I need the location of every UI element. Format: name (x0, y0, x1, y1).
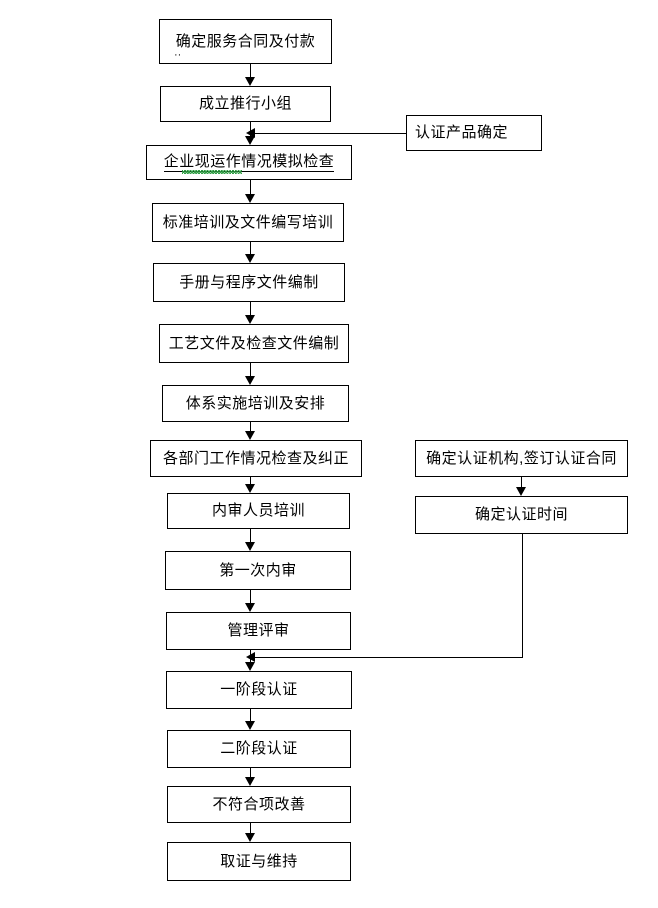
connector-arrowhead-stageone (245, 662, 255, 671)
flow-node-label: 取证与维持 (220, 852, 298, 870)
flow-node-label: 第一次内审 (219, 561, 297, 579)
stray-punctuation-mark: ·· (174, 49, 182, 61)
flow-node-manual-and-procedure-docs[interactable]: 手册与程序文件编制 (153, 263, 345, 302)
flow-node-label: 确定认证机构,签订认证合同 (426, 449, 617, 467)
flow-node-label: 各部门工作情况检查及纠正 (162, 449, 349, 467)
flow-node-simulated-operation-check[interactable]: 企业现运作情况模拟检查 (146, 145, 352, 180)
connector-line-process-to-impl (250, 363, 251, 376)
flow-node-label: 确定认证时间 (474, 506, 568, 524)
flow-node-standard-and-doc-training[interactable]: 标准培训及文件编写培训 (152, 203, 344, 242)
connector-line-stageone-to-stagetwo (250, 709, 251, 721)
connector-line-nonconformity-to-obtain (250, 823, 251, 833)
flow-node-label: 标准培训及文件编写培训 (162, 213, 334, 231)
connector-line-deptcheck-to-auditor (250, 477, 251, 484)
connector-line-contract-to-team (250, 64, 251, 77)
flow-node-label: 企业现运作情况模拟检查 (163, 153, 335, 172)
connector-arrowhead-team (245, 77, 255, 86)
connector-line-stagetwo-to-nonconformity (250, 768, 251, 777)
flow-node-label: 体系实施培训及安排 (185, 394, 326, 412)
flow-node-confirm-service-contract[interactable]: 确定服务合同及付款 ·· (159, 19, 332, 64)
connector-arrowhead-review (245, 603, 255, 612)
connector-arrowhead-date-to-stageone (246, 652, 255, 662)
flow-node-nonconformity-improvement[interactable]: 不符合项改善 (167, 786, 351, 823)
connector-arrowhead-product-to-simcheck (246, 128, 255, 138)
flow-node-stage-one-certification[interactable]: 一阶段认证 (166, 671, 352, 709)
flow-node-department-check-and-correction[interactable]: 各部门工作情况检查及纠正 (150, 440, 362, 477)
flow-node-label: 二阶段认证 (220, 740, 298, 758)
connector-arrowhead-date (516, 487, 526, 496)
flow-node-stage-two-certification[interactable]: 二阶段认证 (167, 730, 351, 768)
flow-node-management-review[interactable]: 管理评审 (166, 612, 351, 650)
flow-node-label: 工艺文件及检查文件编制 (168, 334, 340, 352)
flow-node-system-implementation-training[interactable]: 体系实施培训及安排 (162, 385, 349, 422)
connector-line-training-to-manual (250, 242, 251, 254)
connector-arrowhead-nonconformity (245, 777, 255, 786)
connector-arrowhead-firstaudit (245, 542, 255, 551)
flow-node-process-and-inspection-docs[interactable]: 工艺文件及检查文件编制 (159, 324, 349, 363)
connector-arrowhead-manual (245, 254, 255, 263)
flow-node-label: 认证产品确定 (415, 124, 509, 142)
flow-node-confirm-certification-date[interactable]: 确定认证时间 (415, 496, 628, 534)
connector-line-impl-to-deptcheck (250, 422, 251, 431)
connector-arrowhead-simcheck (245, 136, 255, 145)
flow-node-establish-team[interactable]: 成立推行小组 (160, 86, 331, 122)
connector-arrowhead-stagetwo (245, 721, 255, 730)
connector-line-simcheck-to-training (250, 180, 251, 194)
flow-node-obtain-and-maintain-certificate[interactable]: 取证与维持 (167, 842, 351, 881)
flow-node-label: 确定服务合同及付款 (175, 32, 316, 50)
flow-node-label: 成立推行小组 (198, 95, 292, 113)
connector-arrowhead-auditor (245, 484, 255, 493)
flow-node-select-body-sign-contract[interactable]: 确定认证机构,签订认证合同 (415, 440, 628, 477)
flow-node-certification-product-confirmed[interactable]: 认证产品确定 (406, 115, 542, 151)
connector-line-firstaudit-to-review (250, 590, 251, 603)
connector-line-body-to-date (521, 477, 522, 487)
connector-arrowhead-training (245, 194, 255, 203)
connector-line-auditor-to-firstaudit (250, 529, 251, 542)
connector-arrowhead-obtain (245, 833, 255, 842)
flow-node-first-internal-audit[interactable]: 第一次内审 (165, 551, 351, 590)
connector-line-date-down (522, 534, 523, 658)
flow-node-label: 一阶段认证 (220, 681, 298, 699)
flow-node-label: 管理评审 (227, 622, 290, 640)
flow-node-label: 不符合项改善 (212, 795, 306, 813)
spellcheck-squiggle-underline (182, 170, 242, 174)
flow-node-label: 内审人员培训 (211, 502, 305, 520)
connector-arrowhead-deptcheck (245, 431, 255, 440)
connector-line-manual-to-process (250, 302, 251, 315)
flow-node-label: 手册与程序文件编制 (179, 273, 319, 291)
connector-line-product-to-simcheck (255, 133, 406, 134)
flow-node-internal-auditor-training[interactable]: 内审人员培训 (167, 493, 350, 529)
connector-arrowhead-impl (245, 376, 255, 385)
connector-line-date-left (255, 657, 523, 658)
connector-arrowhead-process (245, 315, 255, 324)
